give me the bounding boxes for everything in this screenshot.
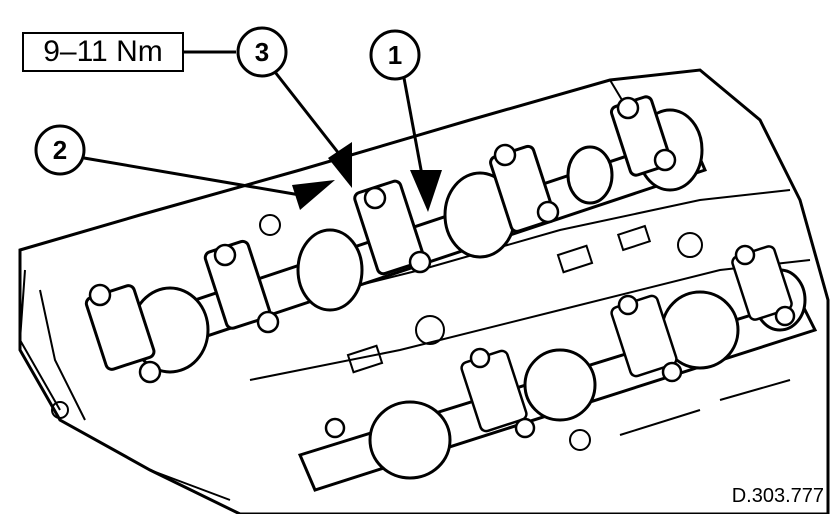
callout-2-label: 2: [53, 135, 67, 165]
arrow-head-2: [292, 180, 335, 210]
leader-lines: [83, 50, 424, 197]
callout-markers: 1 2 3: [34, 26, 421, 176]
arrow-head-3: [328, 142, 352, 188]
torque-spec-label: 9–11 Nm: [22, 32, 184, 72]
arrow-head-1: [410, 170, 442, 212]
callout-3-label: 3: [255, 37, 269, 67]
pointer-arrows: [292, 142, 442, 212]
callout-1: 1: [369, 29, 421, 81]
leader-line-3: [273, 71, 342, 156]
leader-line-1: [402, 77, 424, 176]
lower-camshaft: [297, 268, 818, 492]
upper-bolts: [88, 96, 677, 384]
callout-2: 2: [34, 124, 86, 176]
callout-1-label: 1: [388, 40, 402, 70]
callout-3: 3: [236, 26, 288, 78]
reference-code: D.303.777: [731, 485, 824, 507]
leader-line-2: [83, 156, 301, 197]
head-details: [51, 214, 791, 451]
lower-bearing-caps: [324, 244, 796, 439]
